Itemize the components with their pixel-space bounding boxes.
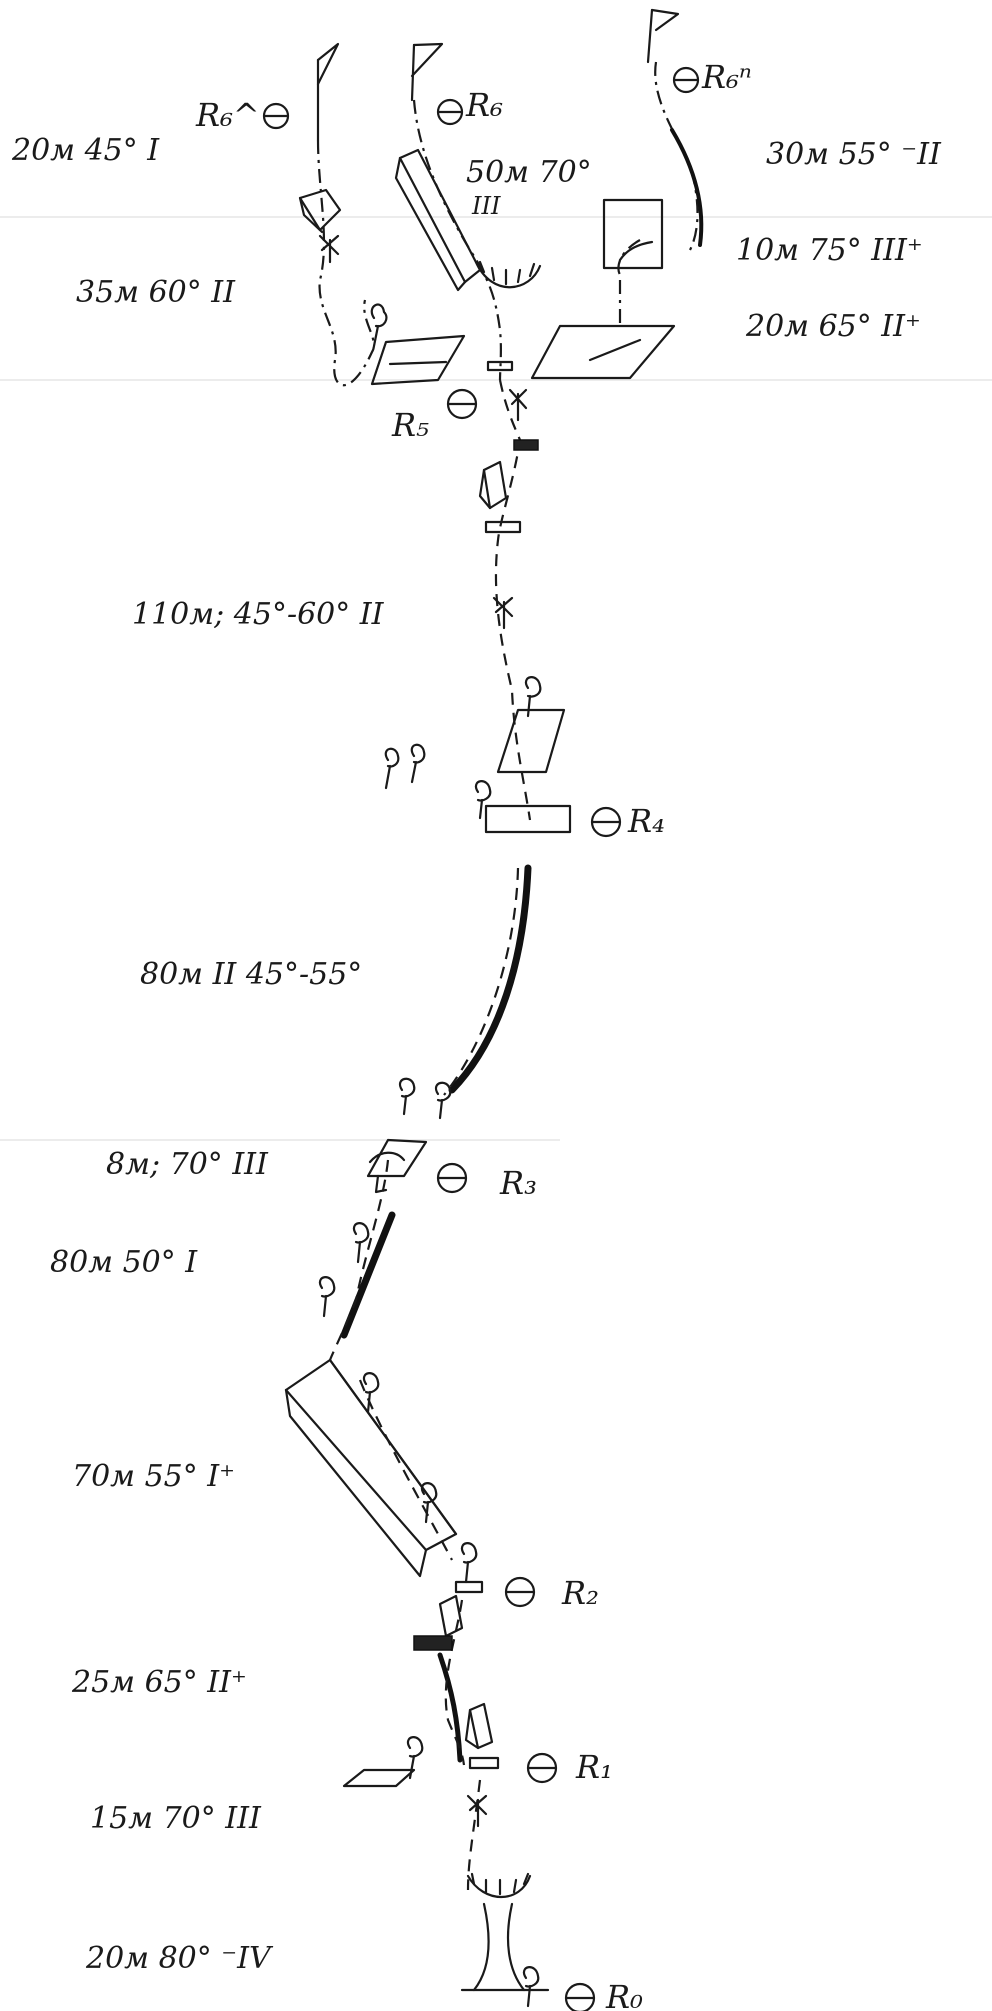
station-r5: R₅ [391, 388, 478, 444]
piton-icon [513, 439, 539, 451]
station-r2: R₂ [504, 1574, 599, 1612]
station-label: R₃ [499, 1164, 537, 1202]
tree-icon [384, 747, 400, 790]
station-label: R₅ [391, 406, 429, 444]
pitch-label: 10м 75° III⁺ [736, 233, 923, 268]
piton-anchor-icon [672, 66, 700, 94]
tree-icon [318, 234, 340, 264]
piton-icon [486, 360, 514, 372]
station-r6-mid: R₆ [436, 86, 503, 126]
tree-icon [461, 1542, 478, 1584]
piton-icon [454, 1580, 484, 1594]
station-label: R₆ⁿ [701, 58, 752, 96]
rock-band [448, 864, 532, 1094]
slab-icon [530, 324, 676, 380]
station-label: R₁ [575, 1748, 613, 1786]
slab-icon [370, 334, 466, 386]
station-r0: R₀ [564, 1978, 643, 2011]
pitch-label: 8м; 70° III [106, 1147, 269, 1182]
dihedral-icon [298, 188, 342, 234]
tree-icon [435, 1081, 452, 1120]
piton-anchor-icon [504, 1576, 536, 1608]
station-r4: R₄ [590, 802, 665, 840]
summit-flag-icon [316, 42, 340, 142]
dihedral-icon [478, 460, 508, 510]
station-r6-right: R₆ⁿ [672, 58, 752, 96]
route-line [328, 1159, 390, 1361]
pitch-label: 110м; 45°-60° II [132, 597, 385, 632]
pitch-label: 80м 50° I [50, 1245, 198, 1280]
rock-step-icon [484, 804, 572, 834]
piton-anchor-icon [436, 98, 464, 126]
piton-anchor-icon [446, 388, 478, 420]
rock-band [670, 128, 704, 247]
station-r3: R₃ [436, 1162, 537, 1202]
pitch-label: 25м 65° II⁺ [71, 1665, 247, 1700]
slab-icon [366, 1138, 428, 1178]
tree-icon [370, 303, 388, 348]
route-line [654, 61, 699, 251]
tree-icon [353, 1222, 370, 1264]
station-label: R₂ [561, 1574, 599, 1612]
pitch-label: 20м 45° I [11, 133, 160, 168]
piton-anchor-icon [526, 1752, 558, 1784]
pitch-label: 20м 65° II⁺ [745, 309, 921, 344]
station-label: R₆ [465, 86, 503, 124]
summit-flag-icon [646, 8, 680, 64]
pitch-grade-label: III [471, 192, 501, 220]
route-line [358, 1379, 453, 1561]
pitch-label: 50м 70° [466, 155, 592, 190]
rock-band [437, 1652, 463, 1763]
slab-icon [342, 1768, 416, 1788]
slab-icon [496, 708, 566, 774]
pitch-label: 15м 70° III [90, 1801, 262, 1836]
piton-anchor-icon [564, 1982, 596, 2011]
tree-icon [492, 596, 514, 630]
piton-icon [468, 1756, 500, 1770]
station-r1: R₁ [526, 1748, 613, 1786]
piton-anchor-icon [436, 1162, 468, 1194]
tree-icon [475, 780, 492, 820]
route-line [316, 139, 375, 387]
overhang-icon [474, 260, 542, 289]
route-line [617, 239, 641, 276]
piton-icon [413, 1635, 453, 1651]
station-r6-left: R₆^ [195, 96, 290, 134]
dihedral-icon [284, 1358, 458, 1578]
pitch-label: 20м 80° ⁻IV [85, 1941, 274, 1976]
tree-icon [410, 743, 426, 784]
station-label: R₆^ [195, 96, 260, 134]
station-label: R₀ [605, 1978, 643, 2011]
rock-step-icon [602, 198, 664, 270]
tree-icon [523, 1966, 540, 2008]
tree-icon [363, 1372, 380, 1414]
tree-icon [421, 1482, 438, 1524]
piton-icon [374, 1174, 388, 1194]
tree-icon [319, 1276, 336, 1318]
chimney-icon [460, 1902, 550, 1992]
tree-icon [466, 1794, 488, 1828]
route-line [494, 379, 532, 821]
tree-icon [399, 1077, 416, 1116]
piton-anchor-icon [262, 102, 290, 130]
dihedral-icon [438, 1594, 464, 1638]
summit-flag-icon [410, 42, 444, 102]
tree-icon [525, 676, 542, 718]
pitch-label: 80м II 45°-55° [140, 957, 362, 992]
pitch-label: 30м 55° ⁻II [766, 137, 942, 172]
station-label: R₄ [627, 802, 665, 840]
piton-icon [484, 520, 522, 534]
piton-anchor-icon [590, 806, 622, 838]
tree-icon [407, 1736, 424, 1780]
pitch-label: 35м 60° II [76, 275, 236, 310]
rock-band [340, 1211, 396, 1339]
dihedral-icon [464, 1702, 494, 1750]
overhang-icon [466, 1872, 532, 1899]
route-line [466, 1779, 482, 1891]
tree-icon [508, 388, 528, 422]
route-line [443, 867, 520, 1096]
pitch-label: 70м 55° I⁺ [72, 1459, 235, 1494]
